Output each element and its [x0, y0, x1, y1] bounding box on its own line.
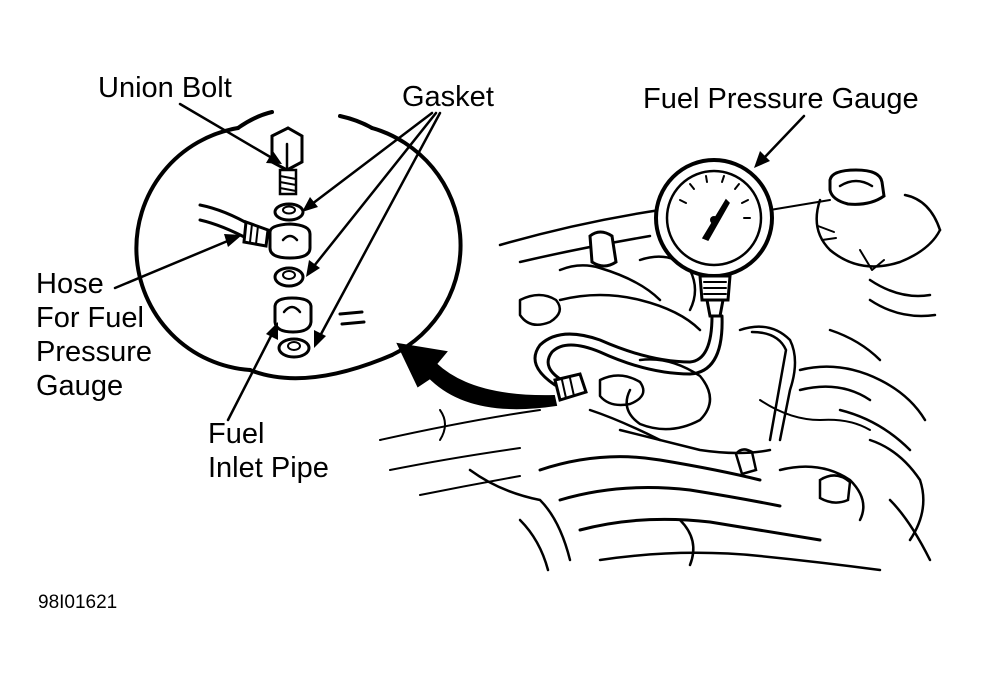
label-hose-line4: Gauge	[36, 370, 123, 402]
label-fuel-inlet-line2: Inlet Pipe	[208, 452, 329, 484]
hose-fitting-part	[198, 203, 312, 260]
leader-fuel-pressure-gauge	[754, 114, 806, 168]
detail-circle-top-right	[338, 114, 374, 130]
leader-gasket-middle	[306, 111, 438, 277]
detail-circle-left-arc	[134, 126, 252, 372]
label-hose-line2: For Fuel	[36, 302, 144, 334]
pressure-gauge-dial	[654, 158, 774, 318]
detail-circle-bottom	[248, 353, 394, 381]
gasket-bottom-part	[277, 337, 311, 359]
detail-callout-arrow	[396, 342, 558, 410]
leader-hose	[113, 234, 242, 290]
label-gasket: Gasket	[402, 81, 494, 113]
leader-fuel-inlet-pipe	[226, 322, 278, 422]
gasket-middle-part	[273, 266, 305, 288]
figure-code: 98I01621	[38, 592, 117, 613]
label-fuel-inlet-line1: Fuel	[208, 418, 264, 450]
union-bolt-part	[270, 126, 304, 196]
fuel-inlet-pipe-part	[273, 296, 366, 334]
detail-circle-top-left	[236, 110, 274, 130]
label-union-bolt: Union Bolt	[98, 72, 232, 104]
detail-circle-right-arc	[370, 126, 463, 357]
label-fuel-pressure-gauge: Fuel Pressure Gauge	[643, 83, 919, 115]
leader-gasket-top	[302, 111, 434, 212]
gasket-top-part	[273, 202, 305, 222]
leader-union-bolt	[178, 102, 282, 164]
engine-bay-illustration	[379, 158, 942, 572]
leader-gasket-bottom	[314, 111, 442, 348]
label-hose-line1: Hose	[36, 268, 104, 300]
label-hose-line3: Pressure	[36, 336, 152, 368]
